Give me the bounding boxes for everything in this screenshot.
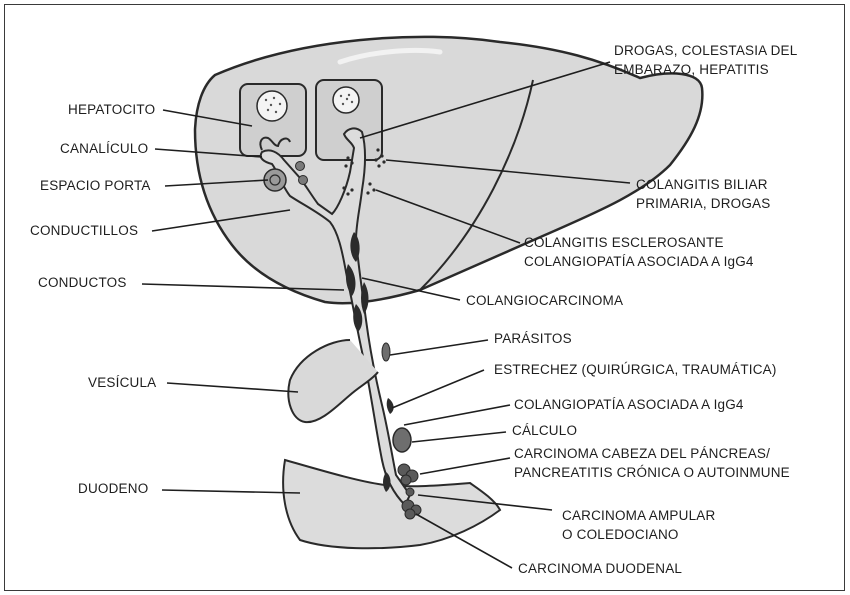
- label-colangitis-biliar-line-1: COLANGITIS BILIAR: [636, 175, 770, 194]
- label-estrechez: ESTRECHEZ (QUIRÚRGICA, TRAUMÁTICA): [494, 360, 777, 379]
- stone-mark: [393, 428, 411, 452]
- label-parasitos: PARÁSITOS: [494, 329, 572, 348]
- label-espacio-porta: ESPACIO PORTA: [40, 176, 151, 195]
- label-colangitis-esclerosante-line-2: COLANGIOPATÍA ASOCIADA A IgG4: [524, 252, 754, 271]
- label-duodeno: DUODENO: [78, 479, 148, 498]
- label-carcinoma-ampular: CARCINOMA AMPULAR O COLEDOCIANO: [562, 506, 715, 544]
- label-conductillos: CONDUCTILLOS: [30, 221, 138, 240]
- label-colangiopatia-igg4: COLANGIOPATÍA ASOCIADA A IgG4: [514, 395, 744, 414]
- label-colangitis-biliar: COLANGITIS BILIAR PRIMARIA, DROGAS: [636, 175, 770, 213]
- label-drogas-line-1: DROGAS, COLESTASIA DEL: [614, 41, 797, 60]
- portal-vessel-1: [296, 162, 305, 171]
- label-canaliculo: CANALÍCULO: [60, 139, 148, 158]
- label-colangiocarcinoma: COLANGIOCARCINOMA: [466, 291, 623, 310]
- label-carcinoma-duodenal: CARCINOMA DUODENAL: [518, 559, 682, 578]
- nucleus-right: [333, 87, 359, 113]
- parasite-mark: [382, 343, 390, 361]
- label-colangitis-biliar-line-2: PRIMARIA, DROGAS: [636, 194, 770, 213]
- nucleus-left: [257, 91, 287, 121]
- label-carcinoma-ampular-line-2: O COLEDOCIANO: [562, 525, 715, 544]
- label-carcinoma-pancreas-line-1: CARCINOMA CABEZA DEL PÁNCREAS/: [514, 444, 790, 463]
- label-hepatocito: HEPATOCITO: [68, 100, 155, 119]
- label-conductos: CONDUCTOS: [38, 273, 127, 292]
- label-drogas-line-2: EMBARAZO, HEPATITIS: [614, 60, 797, 79]
- label-carcinoma-pancreas: CARCINOMA CABEZA DEL PÁNCREAS/ PANCREATI…: [514, 444, 790, 482]
- label-colangitis-esclerosante-line-1: COLANGITIS ESCLEROSANTE: [524, 233, 754, 252]
- label-colangitis-esclerosante: COLANGITIS ESCLEROSANTE COLANGIOPATÍA AS…: [524, 233, 754, 271]
- label-drogas-colestasia: DROGAS, COLESTASIA DEL EMBARAZO, HEPATIT…: [614, 41, 797, 79]
- label-carcinoma-pancreas-line-2: PANCREATITIS CRÓNICA O AUTOINMUNE: [514, 463, 790, 482]
- label-carcinoma-ampular-line-1: CARCINOMA AMPULAR: [562, 506, 715, 525]
- label-vesicula: VESÍCULA: [88, 373, 156, 392]
- label-calculo: CÁLCULO: [512, 421, 577, 440]
- portal-vessel-2: [299, 176, 308, 185]
